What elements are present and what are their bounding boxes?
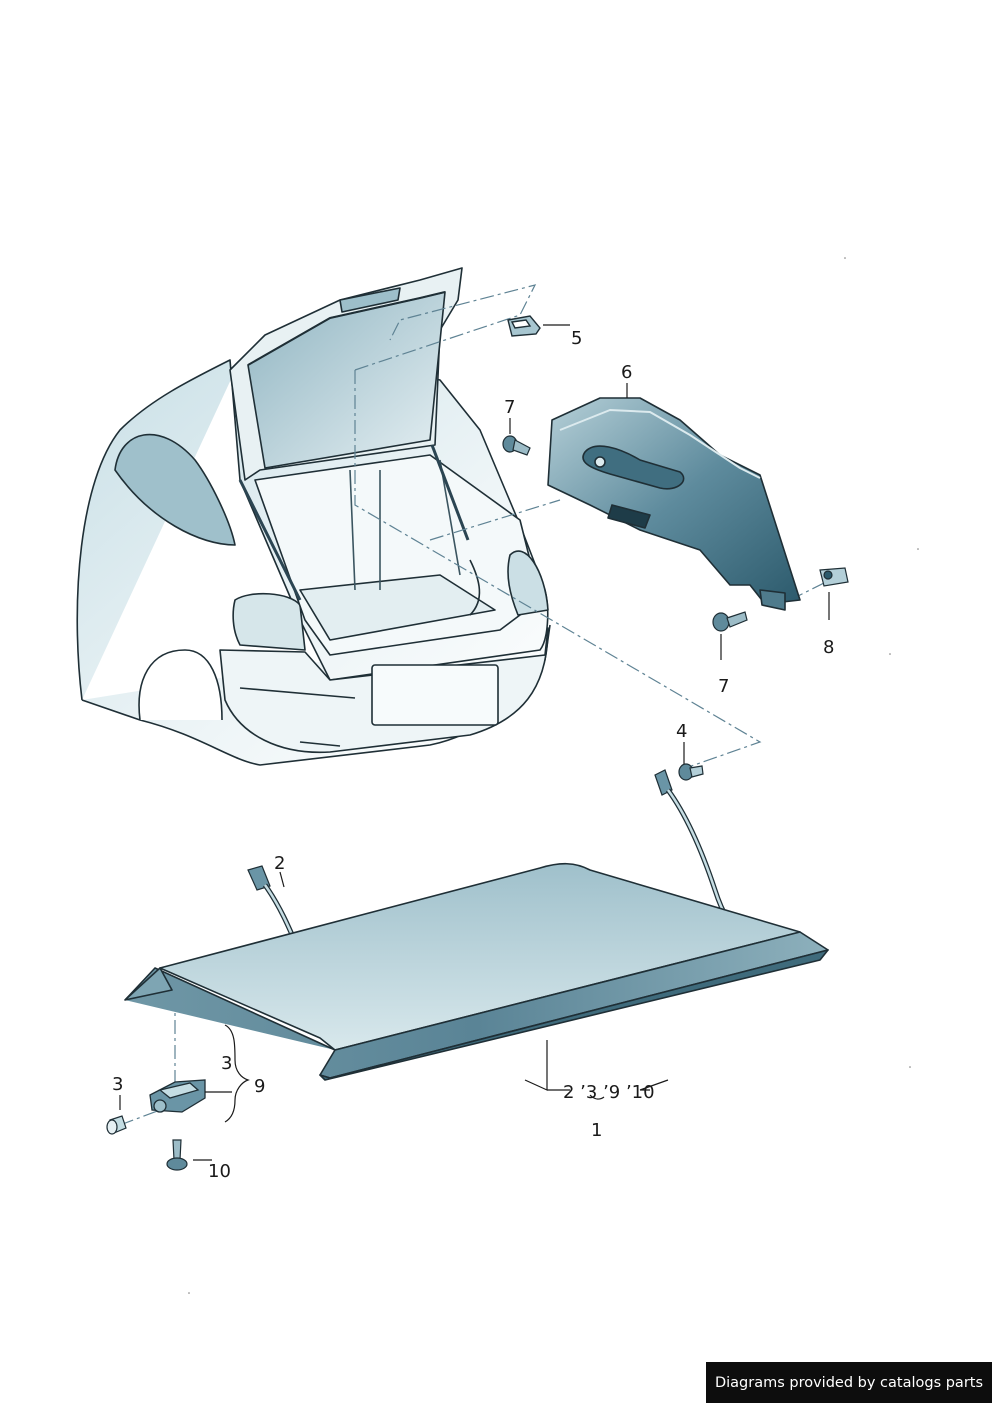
screw-part-10 — [166, 1139, 188, 1171]
callout-group-2-3-9-10: 2 ’3 ’9 ’10 — [563, 1082, 655, 1103]
luggage-cover-part-1 — [124, 862, 829, 1081]
side-trim-panel-part-6 — [547, 397, 801, 611]
clip-nut-part-8 — [819, 567, 849, 587]
callout-8: 8 — [823, 637, 835, 658]
screw-part-7-upper — [502, 435, 531, 456]
catalog-attribution-banner: Diagrams provided by catalogs parts — [706, 1362, 992, 1403]
callout-lines — [119, 324, 830, 1161]
callout-4: 4 — [676, 721, 688, 742]
callout-3-right: 3 — [221, 1053, 233, 1074]
pin-part-4 — [678, 763, 704, 781]
cap-part-3 — [106, 1115, 127, 1135]
callout-10: 10 — [208, 1161, 231, 1182]
attribution-text: Diagrams provided by catalogs parts — [714, 1374, 984, 1391]
callout-1: 1 — [591, 1120, 603, 1141]
callout-2: 2 — [274, 853, 286, 874]
car-rear-illustration — [76, 267, 551, 766]
callout-7-upper: 7 — [504, 397, 516, 418]
callout-7-lower: 7 — [718, 676, 730, 697]
callout-3-left: 3 — [112, 1074, 124, 1095]
clip-part-5 — [507, 315, 541, 337]
callout-9: 9 — [254, 1076, 266, 1097]
callout-5: 5 — [571, 328, 583, 349]
screw-part-7-lower — [712, 611, 748, 632]
callout-6: 6 — [621, 362, 633, 383]
bracket-part-9 — [149, 1079, 206, 1113]
